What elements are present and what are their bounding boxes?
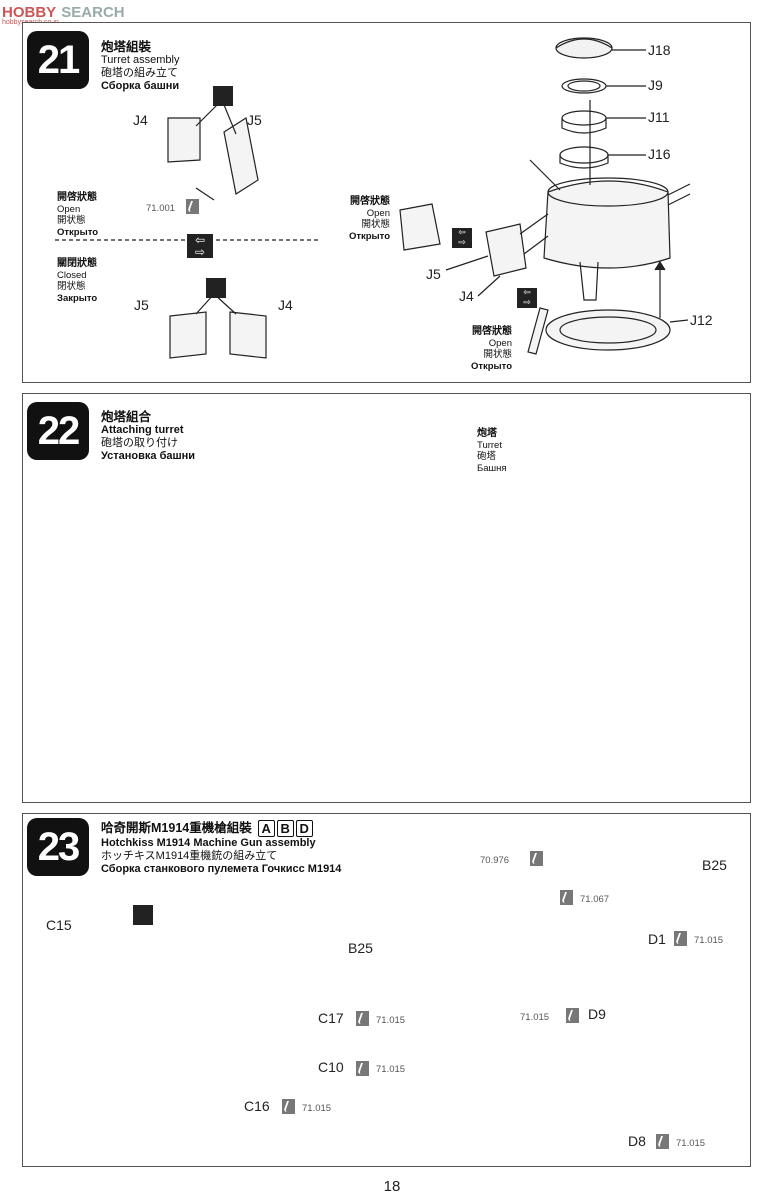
state-open-right-jp: 開状態	[483, 349, 512, 360]
watermark-site-text: SEARCH	[61, 4, 125, 21]
label-d1: D1	[648, 931, 666, 947]
paint-brush-icon	[186, 199, 199, 214]
state-closed-zh: 關閉狀態	[57, 258, 97, 269]
step22-title: 炮塔組合 Attaching turret 砲塔の取り付け Установка …	[101, 411, 195, 463]
swap-arrows-icon: ⇦⇨	[517, 288, 537, 308]
swap-arrows-icon: ⇦⇨	[187, 234, 213, 258]
glue-icon	[213, 86, 233, 106]
label-c16: C16	[244, 1098, 270, 1114]
label-j11: J11	[648, 109, 670, 125]
paint-ref-b25-a: 70.976	[480, 855, 510, 866]
turret-callout-jp: 砲塔	[477, 451, 497, 462]
label-b25-rounds: B25	[702, 857, 727, 873]
step23-title-en: Hotchkiss M1914 Machine Gun assembly	[101, 837, 316, 849]
step21-title-ru: Сборка башни	[101, 80, 180, 92]
paint-ref-d9: 71.015	[520, 1012, 550, 1023]
paint-ref-c10: 71.015	[376, 1064, 406, 1075]
paint-brush-icon	[530, 851, 543, 866]
label-c17: C17	[318, 1010, 344, 1026]
paint-ref-d1: 71.015	[694, 935, 724, 946]
variant-a-badge: A	[257, 820, 275, 837]
label-j12: J12	[690, 312, 713, 328]
variant-d-badge: D	[295, 820, 313, 837]
turret-callout-en: Turret	[477, 439, 502, 451]
state-closed-ru: Закрыто	[57, 292, 98, 304]
page-number: 18	[383, 1178, 401, 1195]
step21-number: 21	[27, 31, 89, 89]
paint-ref-step21: 71.001	[146, 203, 176, 214]
paint-brush-icon	[356, 1061, 369, 1076]
turret-callout-ru: Башня	[477, 462, 507, 474]
paint-brush-icon	[356, 1011, 369, 1026]
step22-number: 22	[27, 402, 89, 460]
step23-title-jp: ホッチキスM1914重機銃の組み立て	[101, 850, 278, 862]
step21-title: 炮塔組裝 Turret assembly 砲塔の組み立て Сборка башн…	[101, 41, 179, 93]
paint-brush-icon	[282, 1099, 295, 1114]
state-open-ru: Открыто	[57, 226, 99, 238]
step22-title-en: Attaching turret	[101, 424, 184, 436]
label-c15: C15	[46, 917, 72, 933]
step23-title-zh: 哈奇開斯M1914重機槍組裝	[101, 821, 252, 835]
label-d9: D9	[588, 1006, 606, 1022]
label-j4-open: J4	[133, 112, 148, 128]
step21-title-jp: 砲塔の組み立て	[101, 67, 178, 79]
label-j5-open: J5	[247, 112, 262, 128]
paint-ref-b25-b: 71.067	[580, 894, 610, 905]
step23-number: 23	[27, 818, 89, 876]
label-d8: D8	[628, 1133, 646, 1149]
paint-ref-d8: 71.015	[676, 1138, 706, 1149]
step23-title-ru: Сборка станкового пулемета Гочкисс M1914	[101, 863, 342, 875]
variant-b-badge: B	[276, 820, 294, 837]
label-j16: J16	[648, 146, 671, 162]
state-closed-jp: 閉状態	[57, 281, 86, 292]
label-j5-turret: J5	[426, 266, 441, 282]
step23-panel	[22, 813, 751, 1167]
state-closed-left: 關閉狀態 Closed 閉状態 Закрыто	[57, 258, 97, 304]
paint-brush-icon	[674, 931, 687, 946]
state-open-en: Open	[57, 203, 81, 215]
state-open-mid-ru: Открыто	[348, 230, 390, 242]
turret-callout-zh: 炮塔	[477, 428, 497, 439]
state-open-mid-zh: 開啓狀態	[350, 196, 390, 207]
label-j5-closed: J5	[134, 297, 149, 313]
label-b25-strip: B25	[348, 940, 373, 956]
state-open-left: 開啓狀態 Open 開状態 Открыто	[57, 192, 98, 238]
step21-title-en: Turret assembly	[101, 54, 180, 66]
step22-title-jp: 砲塔の取り付け	[101, 437, 178, 449]
watermark-logo-text: HOBBY	[2, 4, 57, 21]
turret-callout: 炮塔 Turret 砲塔 Башня	[477, 428, 507, 474]
label-c10: C10	[318, 1059, 344, 1075]
label-j4-turret: J4	[459, 288, 474, 304]
step22-title-ru: Установка башни	[101, 450, 196, 462]
label-j18: J18	[648, 42, 671, 58]
paint-ref-c16: 71.015	[302, 1103, 332, 1114]
step22-panel	[22, 393, 751, 803]
glue-icon	[206, 278, 226, 298]
step23-title: 哈奇開斯M1914重機槍組裝 A B D Hotchkiss M1914 Mac…	[101, 820, 341, 876]
state-open-zh: 開啓狀態	[57, 192, 97, 203]
state-open-right-ru: Открыто	[470, 360, 512, 372]
paint-ref-c17: 71.015	[376, 1015, 406, 1026]
glue-icon	[133, 905, 153, 925]
state-open-mid-en: Open	[366, 207, 390, 219]
swap-arrows-icon: ⇦⇨	[452, 228, 472, 248]
label-j4-closed: J4	[278, 297, 293, 313]
state-open-right-en: Open	[488, 337, 512, 349]
paint-brush-icon	[560, 890, 573, 905]
paint-brush-icon	[566, 1008, 579, 1023]
step21-title-zh: 炮塔組裝	[101, 40, 152, 54]
state-closed-en: Closed	[57, 269, 87, 281]
state-open-right: 開啓狀態 Open 開状態 Открыто	[466, 326, 512, 372]
state-open-mid-jp: 開状態	[361, 219, 390, 230]
step22-title-zh: 炮塔組合	[101, 410, 152, 424]
state-open-middle: 開啓狀態 Open 開状態 Открыто	[344, 196, 390, 242]
step23-title-row: 哈奇開斯M1914重機槍組裝 A B D	[101, 820, 341, 837]
state-open-jp: 開状態	[57, 215, 86, 226]
paint-brush-icon	[656, 1134, 669, 1149]
label-j9: J9	[648, 77, 663, 93]
state-open-right-zh: 開啓狀態	[472, 326, 512, 337]
